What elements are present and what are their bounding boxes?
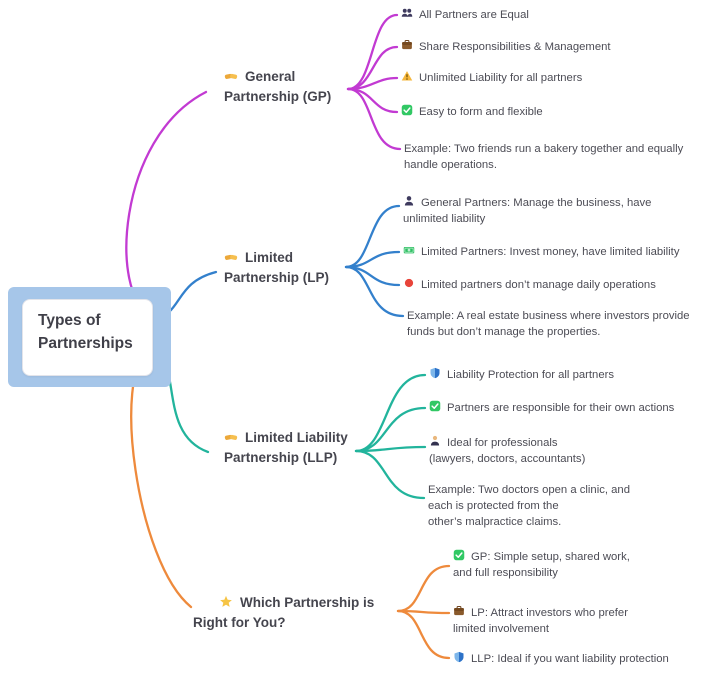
edge-which-2	[396, 609, 451, 615]
node-label: Which Partnership is Right for You?	[193, 595, 375, 630]
leaf-item[interactable]: Example: A real estate business where in…	[407, 308, 719, 340]
leaf-item[interactable]: GP: Simple setup, shared work, and full …	[453, 549, 715, 581]
briefcase-icon	[453, 605, 465, 617]
leaf-text: Liability Protection for all partners	[447, 369, 615, 381]
leaf-item[interactable]: Example: Two doctors open a clinic, and …	[428, 482, 716, 530]
leaf-item[interactable]: LP: Attract investors who prefer limited…	[453, 605, 715, 637]
leaf-text: Example: Two friends run a bakery togeth…	[404, 143, 684, 171]
check-icon	[453, 549, 465, 561]
node-general-partnership[interactable]: General Partnership (GP)	[224, 67, 364, 107]
leaf-text: Partners are responsible for their own a…	[447, 402, 675, 414]
leaf-text: Ideal for professionals (lawyers, doctor…	[429, 437, 586, 465]
professional-icon	[429, 435, 441, 447]
shield-icon	[453, 651, 465, 663]
leaf-text: General Partners: Manage the business, h…	[403, 197, 652, 225]
leaf-item[interactable]: Partners are responsible for their own a…	[429, 400, 717, 416]
leaf-text: Unlimited Liability for all partners	[419, 72, 583, 84]
leaf-text: All Partners are Equal	[419, 9, 529, 21]
money-icon	[403, 244, 415, 256]
leaf-item[interactable]: Share Responsibilities & Management	[401, 39, 713, 55]
leaf-text: GP: Simple setup, shared work, and full …	[453, 551, 630, 579]
leaf-text: Easy to form and flexible	[419, 106, 543, 118]
briefcase-icon	[401, 39, 413, 51]
handshake-icon	[224, 69, 238, 83]
leaf-text: Limited partners don’t manage daily oper…	[421, 279, 656, 291]
people-icon	[401, 7, 413, 19]
root-node[interactable]: Types of Partnerships	[8, 287, 171, 387]
leaf-item[interactable]: Easy to form and flexible	[401, 104, 713, 120]
leaf-item[interactable]: Liability Protection for all partners	[429, 367, 717, 383]
leaf-item[interactable]: General Partners: Manage the business, h…	[403, 195, 715, 227]
node-label: Limited Liability Partnership (LLP)	[224, 430, 348, 465]
node-limited-liability-partnership[interactable]: Limited Liability Partnership (LLP)	[224, 428, 384, 468]
edge-which-1	[396, 564, 451, 613]
leaf-text: LP: Attract investors who prefer limited…	[453, 607, 628, 635]
leaf-item[interactable]: Limited Partners: Invest money, have lim…	[403, 244, 718, 260]
handshake-icon	[224, 250, 238, 264]
check-icon	[429, 400, 441, 412]
shield-icon	[429, 367, 441, 379]
leaf-text: Limited Partners: Invest money, have lim…	[421, 246, 680, 258]
leaf-item[interactable]: Ideal for professionals (lawyers, doctor…	[429, 435, 717, 467]
leaf-item[interactable]: Example: Two friends run a bakery togeth…	[404, 141, 716, 173]
leaf-item[interactable]: LLP: Ideal if you want liability protect…	[453, 651, 715, 667]
edge-root-which	[130, 349, 193, 609]
leaf-text: Example: A real estate business where in…	[407, 310, 690, 338]
leaf-item[interactable]: Limited partners don’t manage daily oper…	[403, 277, 715, 293]
node-which-partnership[interactable]: Which Partnership is Right for You?	[193, 593, 378, 633]
edge-root-gp	[125, 90, 208, 316]
node-label: Limited Partnership (LP)	[224, 250, 330, 285]
edge-which-3	[396, 609, 451, 660]
leaf-text: LLP: Ideal if you want liability protect…	[471, 653, 669, 665]
red-dot-icon	[403, 277, 415, 289]
person-icon	[403, 195, 415, 207]
node-limited-partnership[interactable]: Limited Partnership (LP)	[224, 248, 364, 288]
handshake-icon	[224, 430, 238, 444]
leaf-item[interactable]: Unlimited Liability for all partners	[401, 70, 713, 86]
check-icon	[401, 104, 413, 116]
node-label: General Partnership (GP)	[224, 69, 332, 104]
star-icon	[219, 595, 233, 609]
warning-icon	[401, 70, 413, 82]
root-node-label: Types of Partnerships	[22, 299, 153, 376]
leaf-text: Example: Two doctors open a clinic, and …	[428, 484, 630, 528]
leaf-item[interactable]: All Partners are Equal	[401, 7, 713, 23]
leaf-text: Share Responsibilities & Management	[419, 41, 611, 53]
